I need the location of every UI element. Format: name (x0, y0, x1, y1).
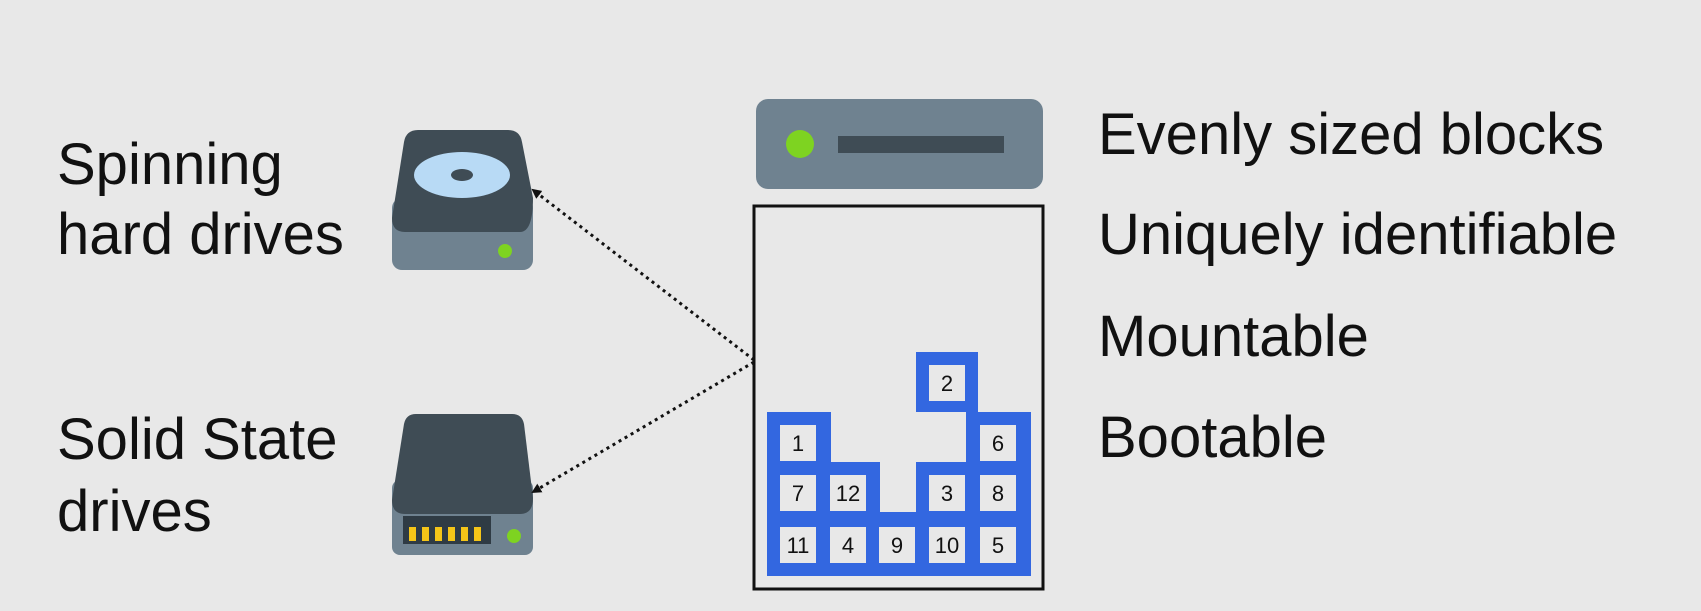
block-cell-10: 10 (929, 527, 965, 563)
block-cell-6: 6 (980, 425, 1016, 461)
block-device-icon (756, 99, 1043, 189)
block-cell-box (980, 527, 1016, 563)
block-cell-label: 12 (836, 481, 860, 506)
block-cell-box (980, 475, 1016, 511)
block-cell-9: 9 (879, 527, 915, 563)
block-cell-3: 3 (929, 475, 965, 511)
block-cell-label: 5 (992, 533, 1004, 558)
block-cell-8: 8 (980, 475, 1016, 511)
block-cell-box (929, 475, 965, 511)
block-cell-label: 6 (992, 431, 1004, 456)
block-cell-box (830, 527, 866, 563)
block-cell-label: 11 (787, 533, 810, 558)
arrow-to-hdd (531, 188, 755, 362)
hard-drive-icon (392, 130, 533, 270)
block-cell-box (929, 365, 965, 401)
block-cell-11: 11 (780, 527, 816, 563)
block-cell-label: 2 (941, 371, 953, 396)
block-cell-2: 2 (929, 365, 965, 401)
block-cell-7: 7 (780, 475, 816, 511)
block-cell-label: 7 (792, 481, 804, 506)
block-cell-label: 8 (992, 481, 1004, 506)
block-cell-box (980, 425, 1016, 461)
feature-uniquely-identifiable: Uniquely identifiable (1098, 202, 1618, 267)
block-cell-box (929, 527, 965, 563)
ssd-label-line2: drives (57, 479, 212, 544)
block-cell-box (780, 425, 816, 461)
ssd-icon (392, 414, 533, 555)
arrow-to-ssd (531, 360, 755, 494)
feature-bootable: Bootable (1098, 405, 1327, 470)
ssd-label-line1: Solid State (57, 407, 338, 472)
block-cell-label: 4 (842, 533, 854, 558)
block-cell-box (879, 527, 915, 563)
block-cell-label: 10 (935, 533, 959, 558)
block-cell-box (780, 527, 816, 563)
block-cell-4: 4 (830, 527, 866, 563)
block-cell-box (780, 475, 816, 511)
block-cell-label: 1 (792, 431, 804, 456)
block-cell-12: 12 (830, 475, 866, 511)
feature-evenly-sized: Evenly sized blocks (1098, 102, 1605, 167)
hdd-label-line2: hard drives (57, 202, 344, 267)
feature-mountable: Mountable (1098, 304, 1369, 369)
block-container (752, 204, 1045, 591)
block-cell-label: 3 (941, 481, 953, 506)
block-cell-label: 9 (891, 533, 903, 558)
block-cell-5: 5 (980, 527, 1016, 563)
block-cell-box (830, 475, 866, 511)
block-cell-1: 1 (780, 425, 816, 461)
hdd-label-line1: Spinning (57, 132, 283, 197)
